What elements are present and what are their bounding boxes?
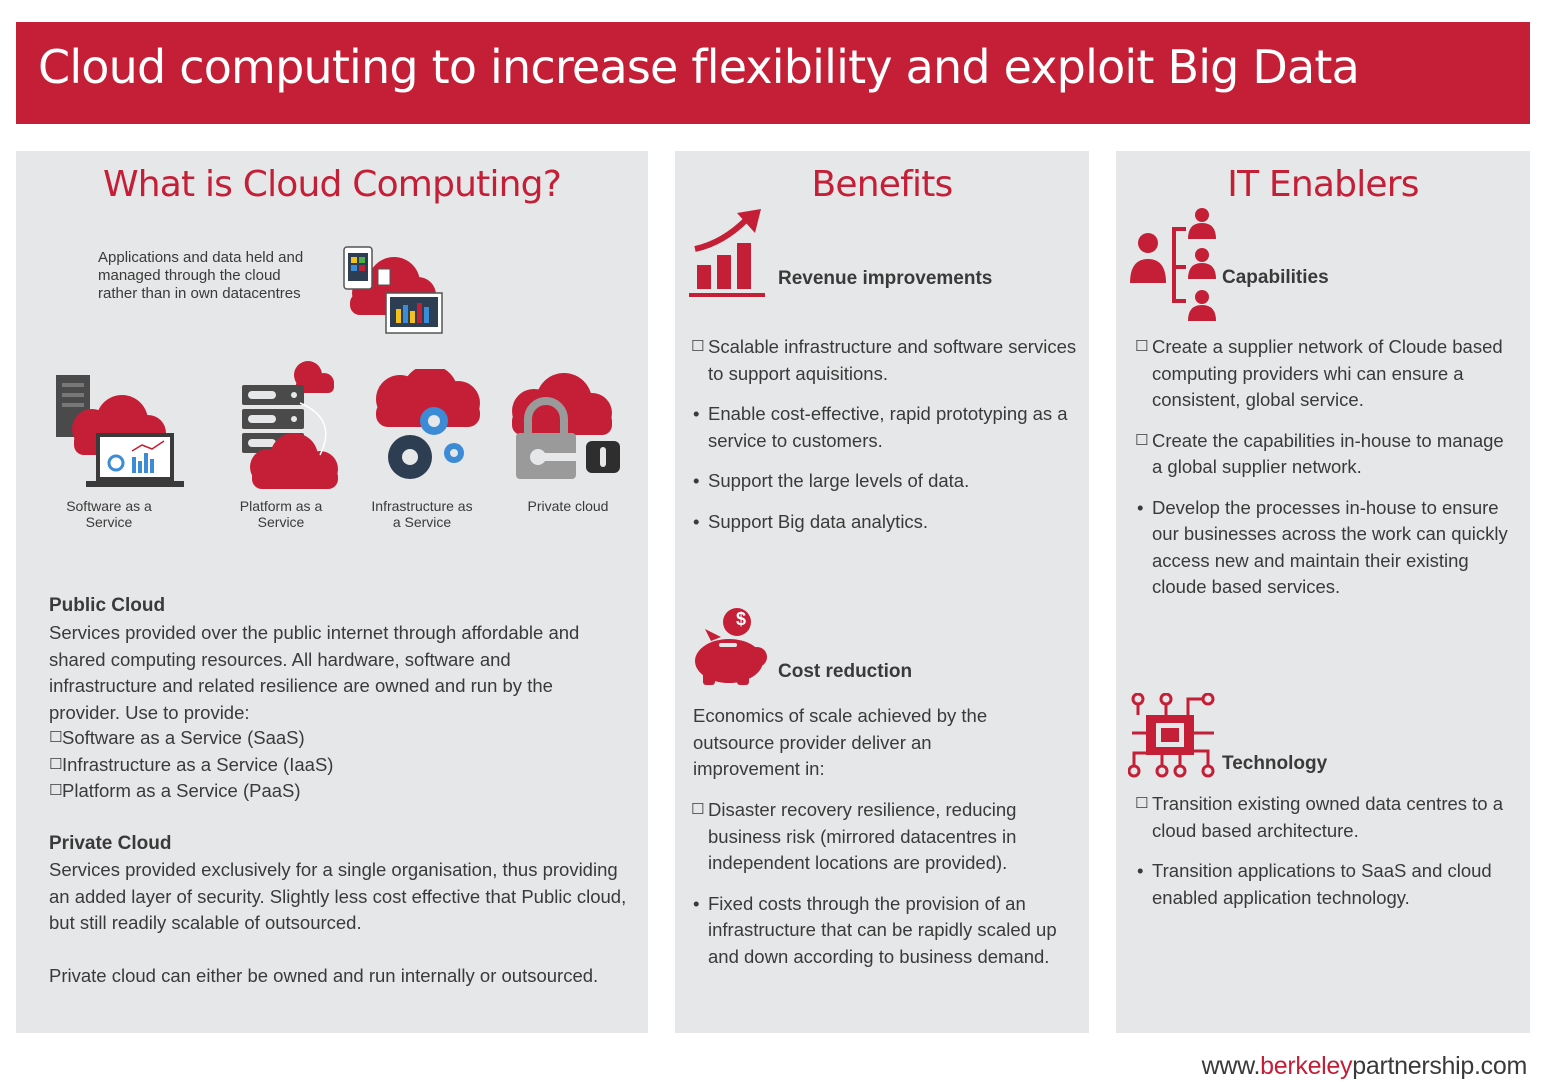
org-chart-icon — [1130, 208, 1216, 321]
dollar-icon: $ — [735, 609, 746, 629]
panel-title-enablers: IT Enablers — [1227, 164, 1419, 205]
software-as-service-icon — [56, 375, 184, 487]
list-item: Transition existing owned data centres t… — [1135, 791, 1517, 844]
service-caption-paas: Platform as a Service — [226, 498, 336, 530]
list-item: Enable cost-effective, rapid prototyping… — [693, 401, 1077, 454]
panel-it-enablers: IT Enablers Capabilities Create a suppli… — [1116, 151, 1530, 1033]
list-item: Develop the processes in-house to ensure… — [1137, 495, 1517, 601]
list-item: Support Big data analytics. — [693, 509, 1077, 536]
capabilities-heading: Capabilities — [1222, 267, 1329, 288]
intro-line: Applications and data held and — [98, 249, 304, 266]
public-cloud-list: Software as a Service (SaaS) Infrastruct… — [49, 725, 609, 805]
public-cloud-heading: Public Cloud — [49, 595, 166, 616]
list-item: Platform as a Service (PaaS) — [49, 778, 609, 805]
service-caption-saas: Software as a Service — [54, 498, 164, 530]
technology-list: Transition existing owned data centres t… — [1135, 791, 1517, 925]
cost-heading: Cost reduction — [778, 661, 913, 682]
intro-text: Applications and data held and managed t… — [98, 249, 338, 303]
list-item: Scalable infrastructure and software ser… — [691, 334, 1077, 387]
infrastructure-as-service-icon — [376, 369, 480, 479]
revenue-list: Scalable infrastructure and software ser… — [691, 334, 1077, 549]
panel-what-is-cloud: What is Cloud Computing? Applications an… — [16, 151, 648, 1033]
caption-line: Infrastructure as — [371, 498, 473, 514]
caption-line: a Service — [392, 514, 452, 530]
panel-title-benefits: Benefits — [811, 164, 954, 205]
header-banner: Cloud computing to increase flexibility … — [16, 22, 1530, 124]
platform-as-service-icon — [242, 361, 338, 489]
cost-intro: Economics of scale achieved by the outso… — [693, 705, 988, 779]
private-cloud-text: Services provided exclusively for a sing… — [49, 859, 627, 933]
private-cloud-heading: Private Cloud — [49, 833, 172, 854]
technology-heading: Technology — [1222, 753, 1328, 774]
capabilities-list: Create a supplier network of Cloude base… — [1135, 334, 1517, 615]
caption-line: Service — [85, 514, 133, 530]
list-item: Infrastructure as a Service (IaaS) — [49, 752, 609, 779]
cloud-devices-icon — [343, 246, 443, 334]
list-item: Fixed costs through the provision of an … — [693, 891, 1077, 971]
service-caption-private: Private cloud — [510, 498, 626, 514]
intro-line: rather than in own datacentres — [98, 285, 301, 302]
caption-line: Software as a — [66, 498, 152, 514]
panel-title-what: What is Cloud Computing? — [102, 164, 562, 205]
footer-url[interactable]: www.berkeleypartnership.com — [1201, 1052, 1528, 1081]
public-cloud-text: Services provided over the public intern… — [49, 622, 580, 723]
private-cloud-text-2: Private cloud can either be owned and ru… — [49, 965, 599, 986]
revenue-chart-icon — [689, 209, 765, 297]
revenue-heading: Revenue improvements — [778, 268, 993, 289]
piggy-bank-icon — [695, 608, 767, 685]
service-caption-iaas: Infrastructure as a Service — [360, 498, 484, 530]
caption-line: Platform as a — [239, 498, 323, 514]
list-item: Transition applications to SaaS and clou… — [1137, 858, 1517, 911]
panel-benefits: Benefits Revenue improvements Scalable i… — [675, 151, 1089, 1033]
page-title: Cloud computing to increase flexibility … — [38, 40, 1360, 94]
intro-line: managed through the cloud — [98, 267, 281, 284]
list-item: Disaster recovery resilience, reducing b… — [691, 797, 1077, 877]
list-item: Create a supplier network of Cloude base… — [1135, 334, 1517, 414]
caption-line: Private cloud — [527, 498, 609, 514]
footer-url-suffix: partnership.com — [1352, 1052, 1527, 1080]
footer-url-prefix: www. — [1201, 1052, 1261, 1080]
chip-icon — [1128, 693, 1215, 778]
caption-line: Service — [257, 514, 305, 530]
private-cloud-icon — [512, 373, 620, 479]
footer-url-accent: berkeley — [1260, 1052, 1353, 1080]
cost-list: Disaster recovery resilience, reducing b… — [691, 797, 1077, 984]
list-item: Create the capabilities in-house to mana… — [1135, 428, 1517, 481]
list-item: Software as a Service (SaaS) — [49, 725, 609, 752]
list-item: Support the large levels of data. — [693, 468, 1077, 495]
